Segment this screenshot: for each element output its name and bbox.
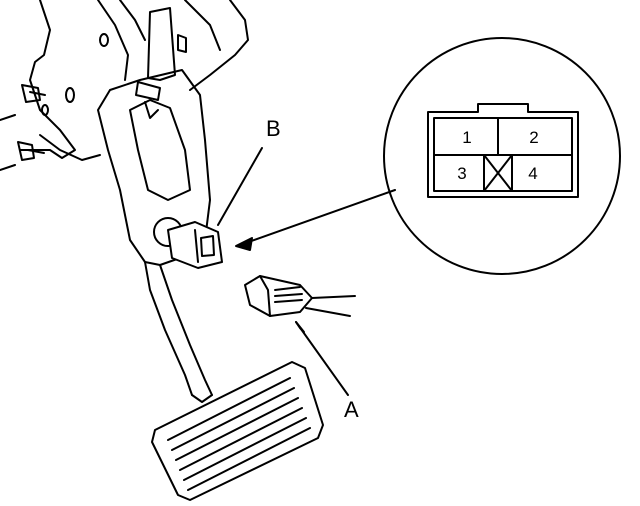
harness-connector-a <box>244 275 356 317</box>
callout-a: A <box>344 397 359 422</box>
pin-3-label: 3 <box>457 164 466 183</box>
pin-labels: 1 2 3 4 <box>457 128 538 183</box>
pin-2-label: 2 <box>529 128 538 147</box>
mounting-bolts <box>17 84 46 161</box>
pedal-pad <box>151 361 324 501</box>
pushrod <box>135 7 187 119</box>
leader-b <box>217 147 263 226</box>
callout-labels: B A <box>266 116 359 422</box>
callout-b: B <box>266 116 281 141</box>
pin-4-label: 4 <box>528 164 537 183</box>
arrowhead-a <box>295 321 305 333</box>
leader-zoom <box>239 189 396 246</box>
arrowhead-zoom <box>235 237 253 251</box>
leader-a <box>295 321 349 396</box>
leader-lines <box>217 147 396 396</box>
connector-detail-circle <box>383 37 621 275</box>
brake-switch-connector-b <box>153 217 223 269</box>
pin-1-label: 1 <box>462 128 471 147</box>
pedal-bracket <box>0 0 249 171</box>
